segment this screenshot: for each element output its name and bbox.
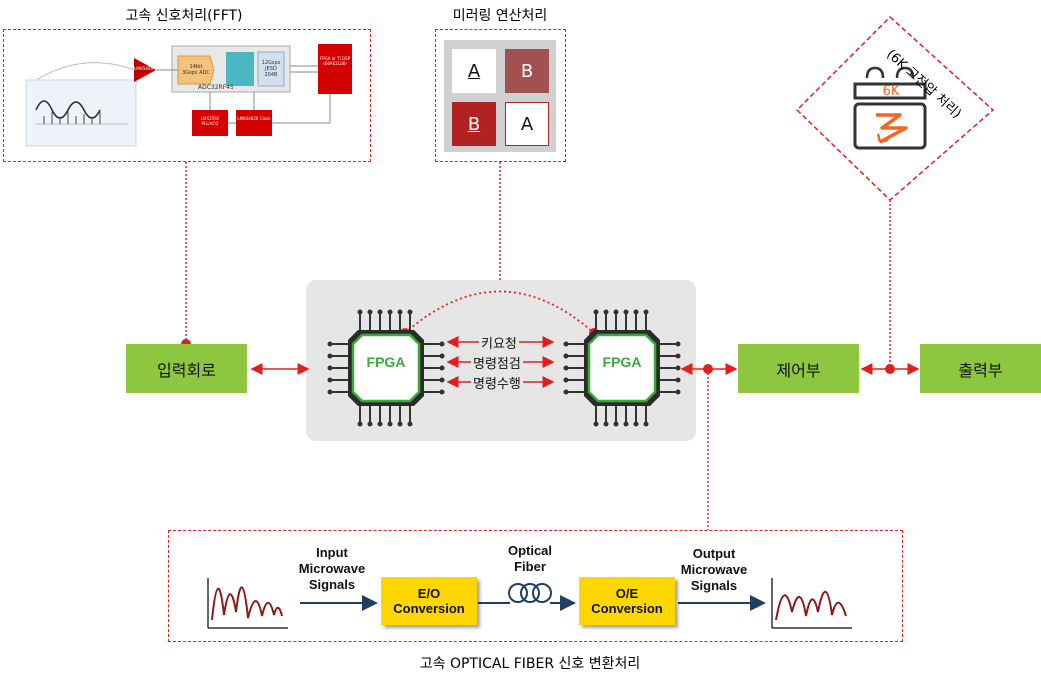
oe-line2: Conversion [591, 601, 663, 616]
fft-chip-adc: 14bit 3Gsps ADC [182, 64, 210, 76]
control-block: 제어부 [738, 344, 859, 393]
input-signal-label: Input Microwave Signals [298, 545, 366, 592]
mirroring-box [435, 29, 566, 162]
fft-block-diagram [16, 40, 356, 148]
fiber-coil-icon [508, 583, 552, 603]
eo-line1: E/O [417, 586, 441, 601]
output-dot [885, 364, 895, 374]
mirror-tile-a1: A [452, 49, 496, 93]
mirror-tile-a2: A [505, 102, 549, 146]
eo-line2: Conversion [393, 601, 465, 616]
optical-caption: 고속 OPTICAL FIBER 신호 변환처리 [419, 656, 641, 672]
input-circuit-block: 입력회로 [126, 344, 247, 393]
control-dot [703, 364, 713, 374]
fiber-label: Optical Fiber [507, 543, 553, 574]
fpga-right-label: FPGA [602, 354, 642, 370]
fft-chip-clock: LMK04828 Clock [237, 116, 271, 121]
fft-chip-fpga: FPGA or TI DSP (66AK2L06) [319, 56, 351, 66]
fft-chip-jesd: 12Gsps JESD 204B [261, 60, 281, 78]
oe-line1: O/E [615, 586, 639, 601]
oe-conversion-block: O/E Conversion [579, 577, 675, 625]
input-signal-plot [207, 578, 288, 629]
fpga-arc [404, 290, 595, 334]
fft-chip-lmh: LMH5404 [134, 66, 153, 71]
mirroring-caption: 미러링 연산처리 [452, 8, 548, 24]
fft-box [3, 29, 371, 162]
hv-diamond [795, 15, 995, 202]
fft-chip-pll: LMX2592 PLL/VCO [200, 116, 220, 126]
mirror-tile-b1: B [505, 49, 549, 93]
mirror-tile-b2: B [452, 102, 496, 146]
fpga-chip-right-graphic [563, 309, 681, 427]
fft-board-label: ADC32RF45 [198, 84, 234, 91]
cmd-execute: 명령수행 [471, 373, 523, 392]
capacitor-icon [853, 66, 927, 150]
fpga-left-label: FPGA [366, 354, 406, 370]
fft-caption: 고속 신호처리(FFT) [125, 8, 243, 24]
output-signal-plot [771, 578, 852, 629]
cmd-key-request: 키요청 [479, 333, 519, 352]
eo-conversion-block: E/O Conversion [381, 577, 477, 625]
hv-badge: 6K [882, 84, 900, 99]
output-signal-label: Output Microwave Signals [680, 546, 748, 593]
optical-box [168, 530, 903, 642]
cmd-check: 명령점검 [471, 353, 523, 372]
fpga-chip-left-graphic [327, 309, 445, 427]
output-block: 출력부 [920, 344, 1041, 393]
